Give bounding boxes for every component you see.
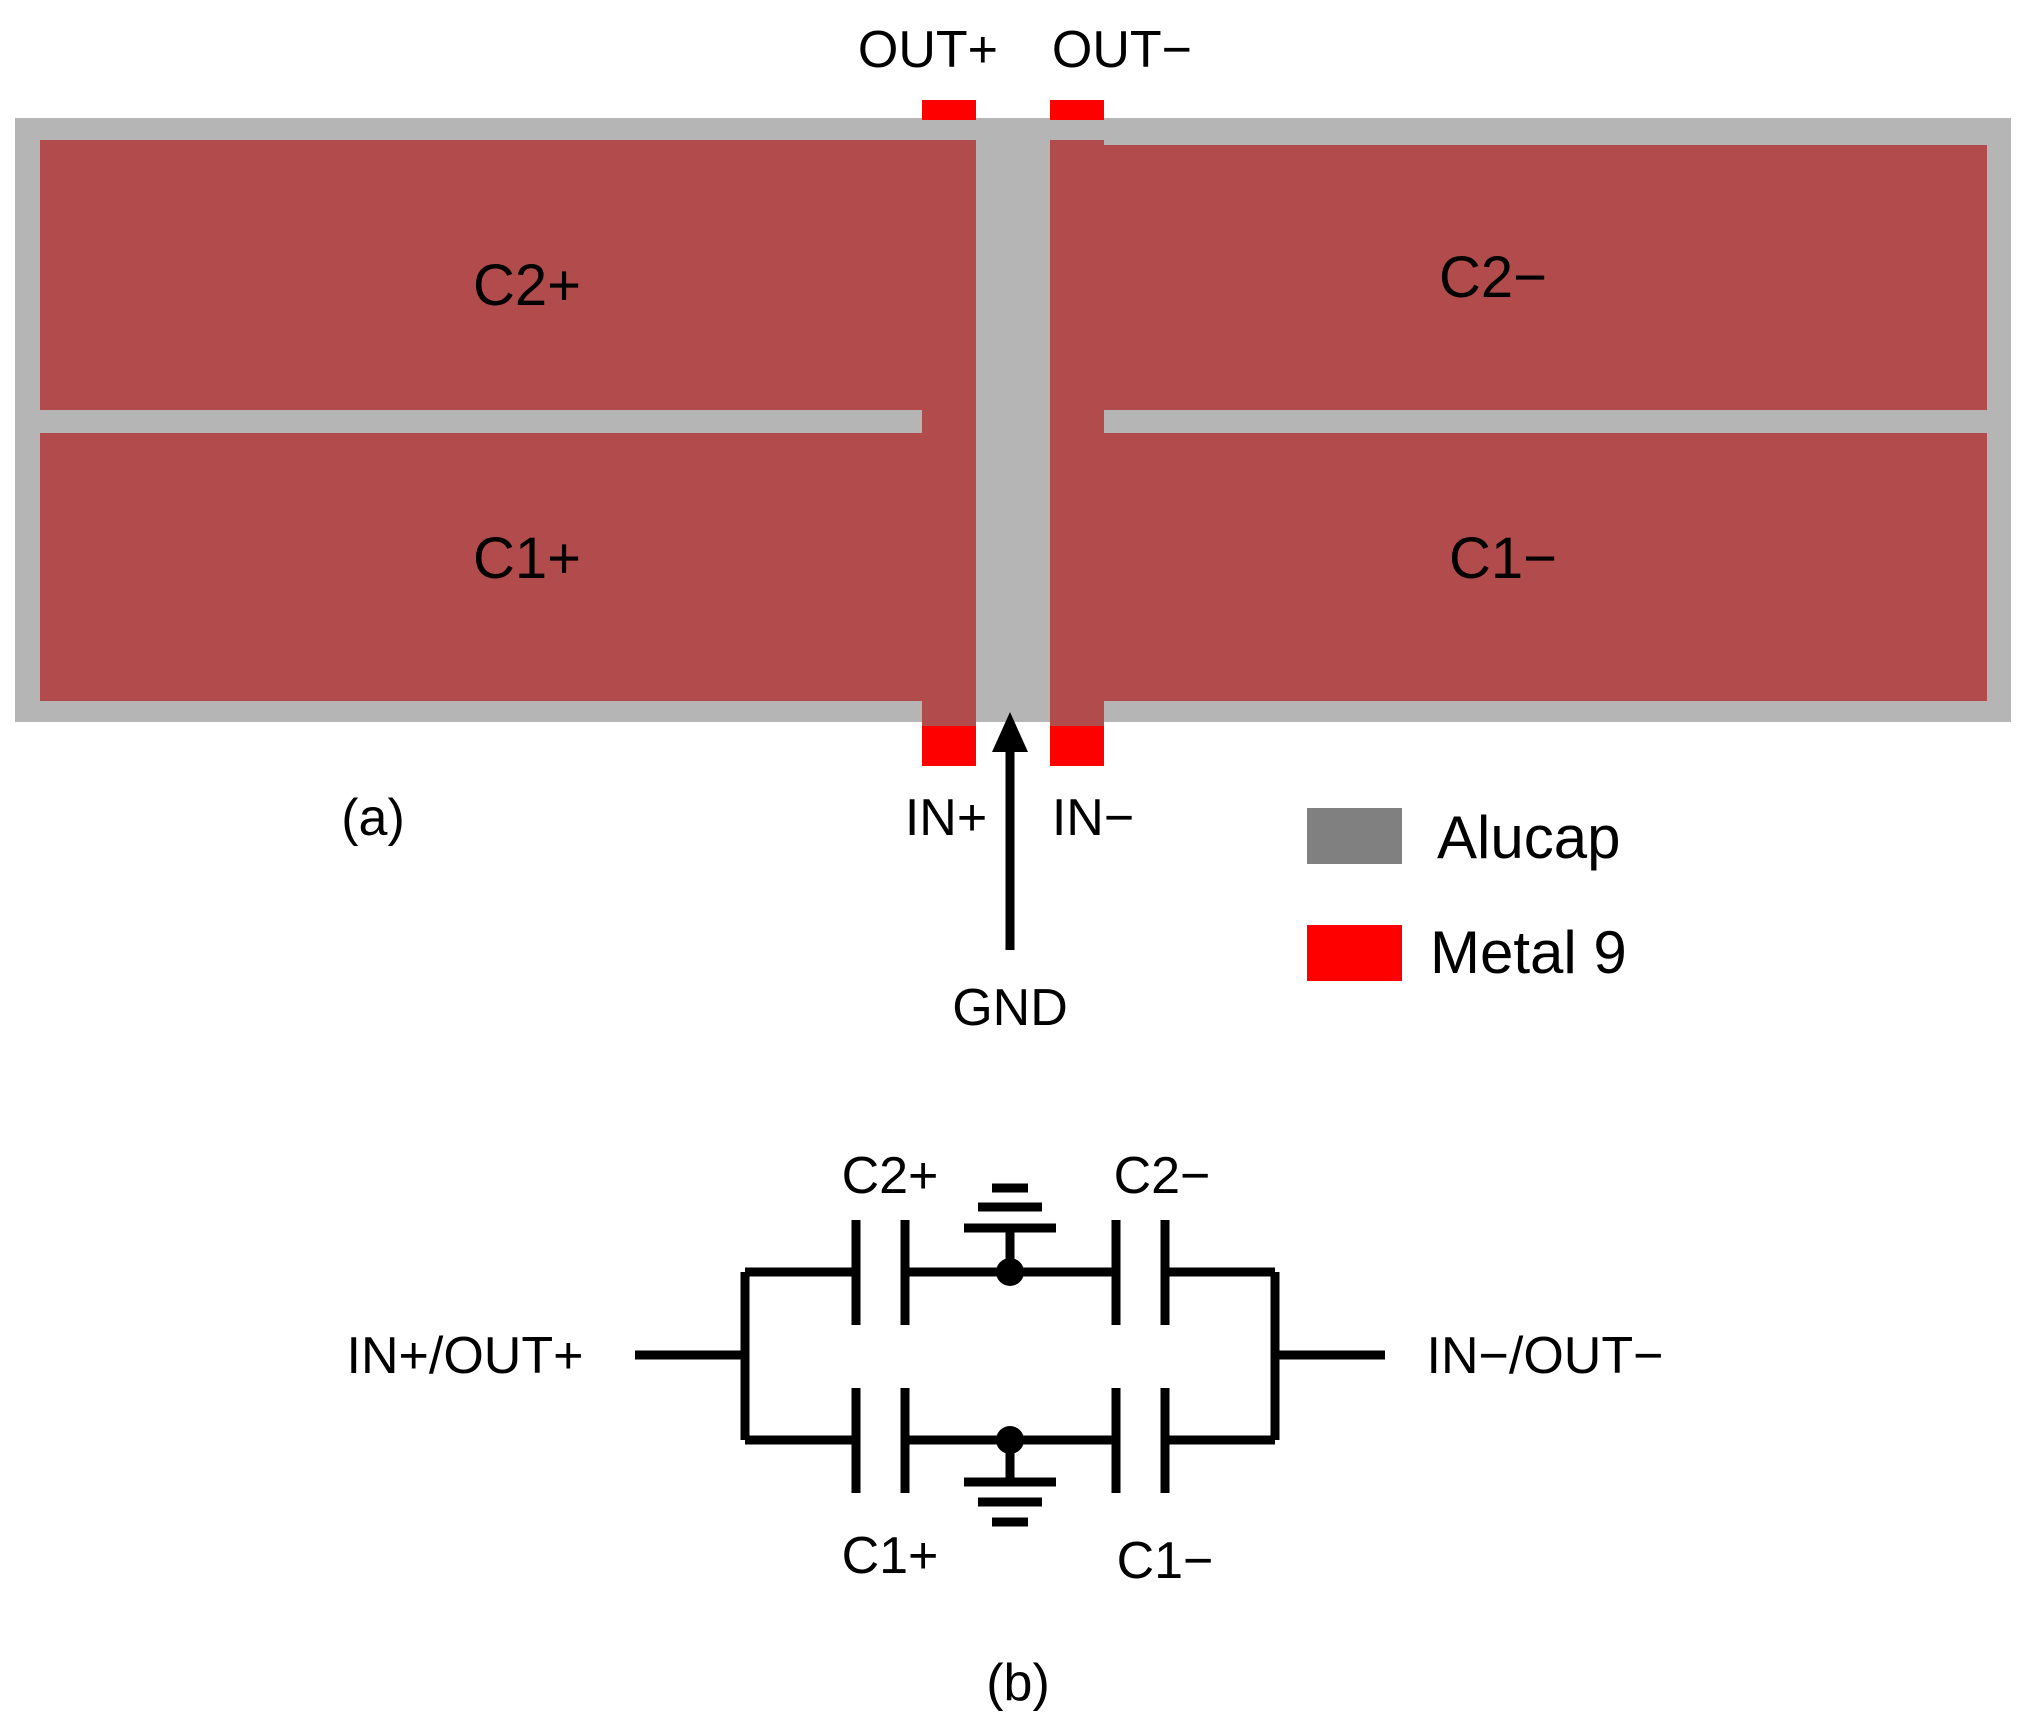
label-gnd: GND bbox=[952, 979, 1068, 1037]
label-c1-minus: C1− bbox=[1449, 526, 1557, 591]
metal9-pad-in-plus bbox=[922, 726, 976, 766]
capacitor-icon bbox=[1111, 1220, 1170, 1325]
plate-c2-minus bbox=[1050, 145, 1987, 410]
capacitor-icon bbox=[851, 1388, 910, 1493]
alucap-swatch bbox=[1307, 808, 1402, 864]
center-strip-right bbox=[1050, 140, 1104, 726]
metal9-pad-in-minus bbox=[1050, 726, 1104, 766]
ground-icon bbox=[964, 1183, 1056, 1272]
legend-alucap-label: Alucap bbox=[1437, 804, 1620, 871]
metal9-swatch bbox=[1307, 925, 1402, 981]
label-cap-c1-plus: C1+ bbox=[842, 1527, 939, 1585]
caption-a: (a) bbox=[341, 789, 405, 847]
legend: Alucap Metal 9 bbox=[1307, 804, 1627, 986]
plate-c2-plus bbox=[40, 140, 976, 410]
schematic-diagram bbox=[635, 1183, 1385, 1527]
metal9-pad-out-plus bbox=[922, 100, 976, 120]
label-out-minus: OUT− bbox=[1052, 21, 1192, 79]
junction-dot-icon bbox=[996, 1258, 1024, 1286]
layout-diagram: C2+ C2− C1+ C1− OUT+ OUT− IN+ IN− GND (a… bbox=[15, 21, 2011, 1037]
caption-b: (b) bbox=[986, 1654, 1050, 1712]
label-in-minus: IN− bbox=[1052, 789, 1134, 847]
label-cap-c2-minus: C2− bbox=[1114, 1147, 1211, 1205]
capacitor-icon bbox=[851, 1220, 910, 1325]
label-out-plus: OUT+ bbox=[858, 21, 998, 79]
label-c1-plus: C1+ bbox=[473, 526, 581, 591]
legend-metal9-label: Metal 9 bbox=[1430, 919, 1627, 986]
center-strip-left bbox=[922, 140, 976, 726]
junction-dot-icon bbox=[996, 1426, 1024, 1454]
label-in-plus: IN+ bbox=[905, 789, 987, 847]
label-cap-c1-minus: C1− bbox=[1117, 1532, 1214, 1590]
gnd-arrow-icon bbox=[992, 712, 1028, 950]
label-left-terminal: IN+/OUT+ bbox=[347, 1327, 584, 1385]
capacitor-icon bbox=[1111, 1388, 1170, 1493]
label-cap-c2-plus: C2+ bbox=[842, 1147, 939, 1205]
metal9-pad-out-minus bbox=[1050, 100, 1104, 120]
plate-c1-minus bbox=[1050, 433, 1987, 701]
plate-c1-plus bbox=[40, 433, 976, 701]
label-c2-plus: C2+ bbox=[473, 253, 581, 318]
label-c2-minus: C2− bbox=[1439, 245, 1547, 310]
label-right-terminal: IN−/OUT− bbox=[1427, 1327, 1664, 1385]
